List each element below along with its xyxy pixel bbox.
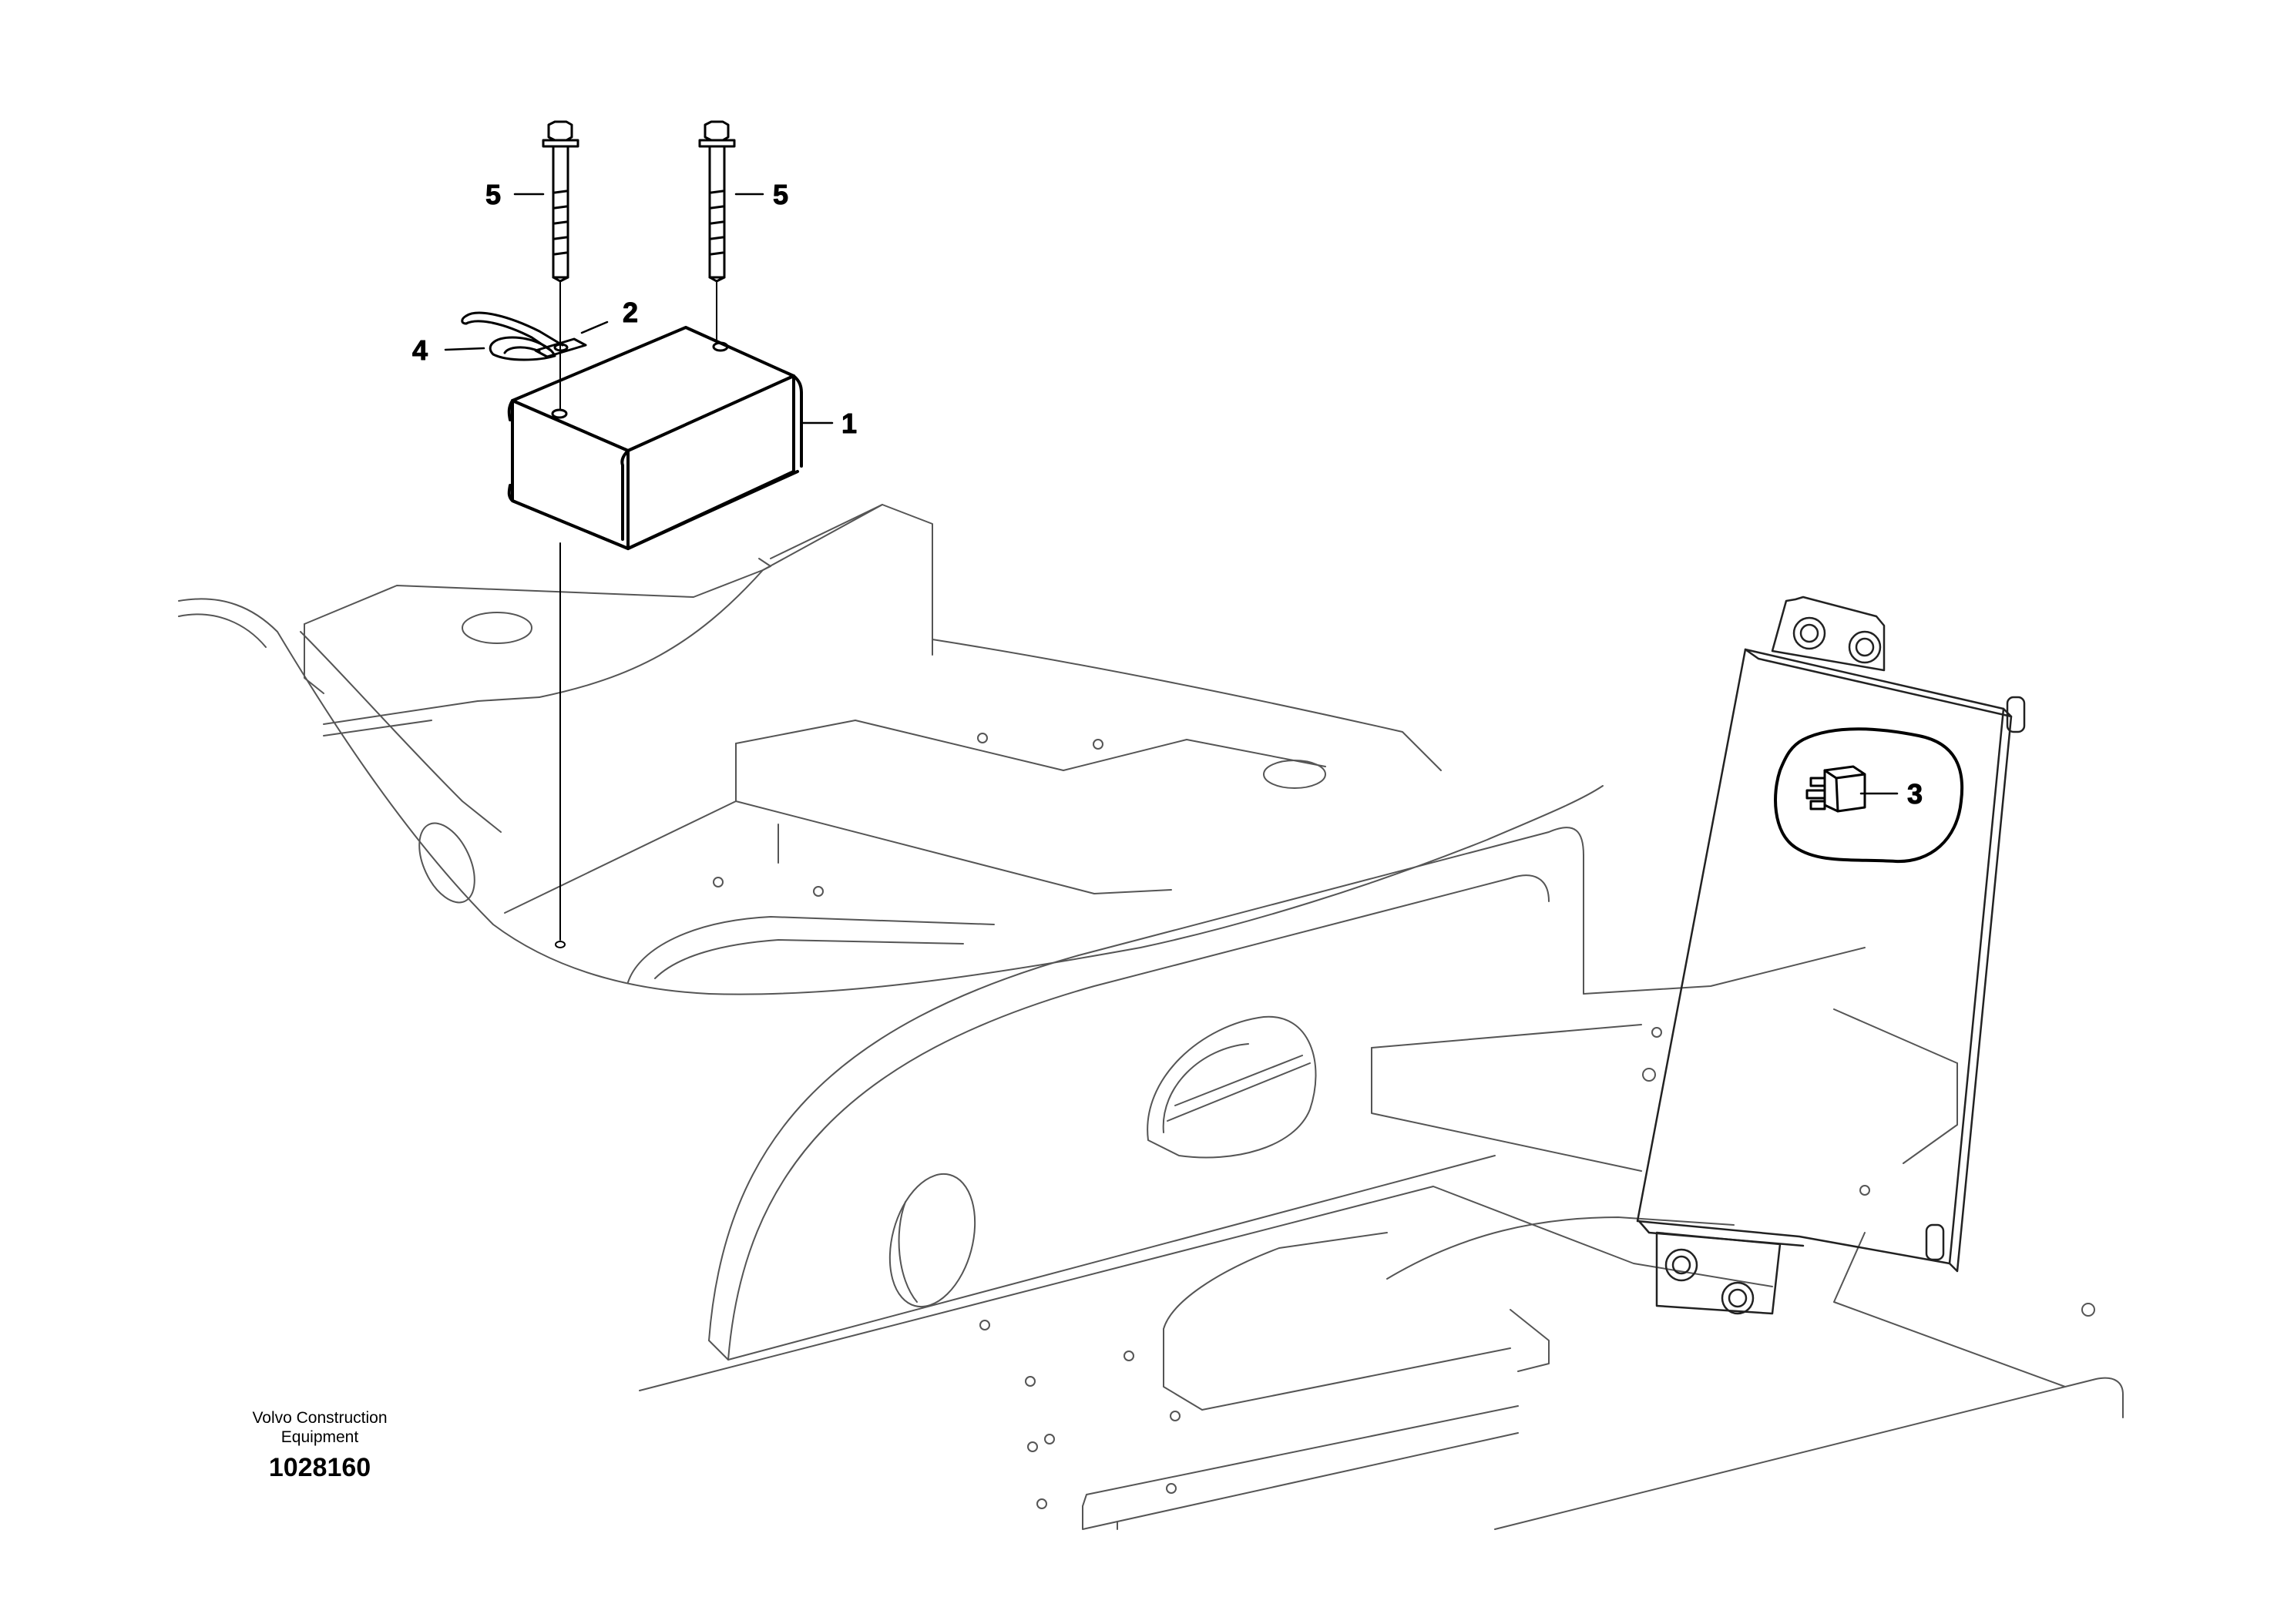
assembly-lines <box>555 280 717 948</box>
frame-hole-icon <box>462 612 532 644</box>
clip-icon <box>461 311 564 361</box>
frame-hole-icon <box>2081 1303 2095 1317</box>
caption-brand-line1: Volvo Construction <box>252 1409 388 1427</box>
leader-lines <box>444 193 1899 795</box>
callout-5-left: 5 <box>485 179 501 210</box>
frame-hole-icon <box>1263 760 1326 789</box>
machine-frame <box>178 504 2124 1530</box>
callout-2: 2 <box>623 297 638 328</box>
bolt-right-icon <box>698 120 736 283</box>
callout-3: 3 <box>1907 778 1923 810</box>
callout-4: 4 <box>412 334 428 366</box>
caption-brand-line2: Equipment <box>280 1428 359 1446</box>
callout-5-right: 5 <box>773 179 788 210</box>
diagram-caption: Volvo Construction Equipment 1028160 <box>193 1408 447 1483</box>
control-box <box>507 326 803 550</box>
cover-plate <box>1636 596 2026 1315</box>
relay-detail <box>1774 727 1964 864</box>
bolt-left-icon <box>542 120 579 283</box>
caption-drawing-number: 1028160 <box>268 1453 371 1482</box>
relay-icon <box>1805 765 1866 813</box>
callout-1: 1 <box>841 408 857 439</box>
